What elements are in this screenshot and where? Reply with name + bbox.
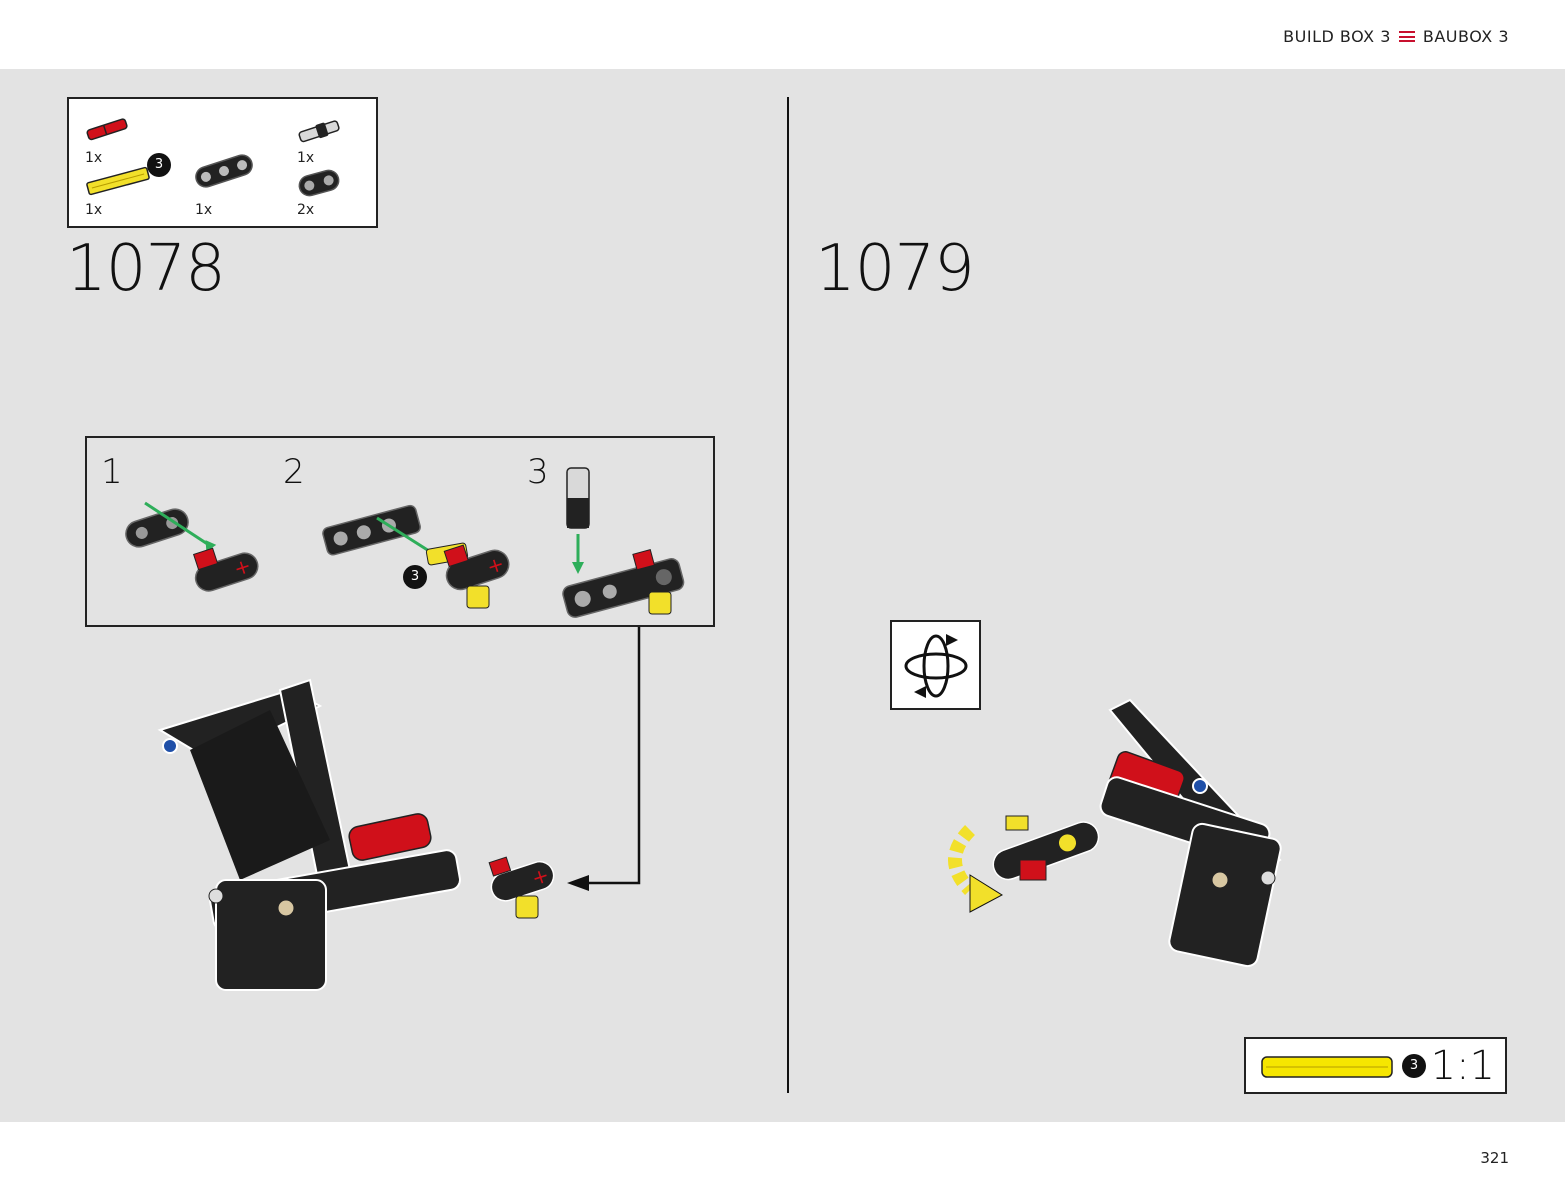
sub-step-2-badge: 3 (403, 565, 427, 589)
sub-step-3: 3 (527, 452, 549, 492)
page-footer: 321 (0, 1122, 1565, 1191)
page-number: 321 (1480, 1149, 1509, 1167)
axle-length-badge: 3 (147, 153, 171, 177)
grey-pin-icon (298, 120, 340, 143)
yellow-axle-icon (86, 166, 150, 196)
part-qty-red: 1x (85, 150, 103, 166)
sub-step-2-illustration: + (322, 504, 510, 609)
yellow-axle-1to1-icon (1261, 1056, 1393, 1078)
part-qty-connector: 2x (297, 202, 315, 218)
step-1078-assembly-illustration: + (157, 678, 555, 991)
parts-callout: 1x 3 1x 1x 1x 2x (67, 97, 378, 228)
sub-assembly-callout: 1 2 3 + + 3 (85, 436, 715, 627)
sub-step-1-illustration: + (125, 501, 259, 592)
black-connector-icon (298, 169, 340, 197)
part-qty-grey-pin: 1x (297, 150, 315, 166)
part-qty-black-beam: 1x (195, 202, 213, 218)
sub-step-2: 2 (283, 452, 305, 492)
svg-text:+: + (231, 553, 254, 581)
step-divider (787, 97, 789, 1093)
title-en: BUILD BOX 3 (1283, 27, 1391, 46)
rotate-model-callout (890, 620, 981, 710)
scale-ratio: 1:1 (1430, 1043, 1495, 1089)
menu-icon (1398, 31, 1415, 42)
step-number-1079: 1079 (815, 232, 975, 306)
red-axle-pin-icon (86, 118, 128, 141)
callout-arrow (567, 627, 641, 891)
black-beam-icon (195, 154, 253, 188)
build-box-title: BUILD BOX 3 BAUBOX 3 (1283, 27, 1509, 46)
page-header: BUILD BOX 3 BAUBOX 3 (0, 0, 1565, 69)
title-de: BAUBOX 3 (1422, 27, 1509, 46)
axle-scale-callout: 3 1:1 (1244, 1037, 1507, 1094)
svg-text:+: + (529, 863, 552, 891)
step-number-1078: 1078 (66, 232, 226, 306)
part-qty-yellow: 1x (85, 202, 103, 218)
sub-step-1: 1 (101, 452, 123, 492)
step-1079-assembly-illustration (948, 698, 1282, 968)
sub-step-3-illustration (562, 467, 685, 618)
scale-axle-badge: 3 (1402, 1054, 1426, 1078)
rotate-model-icon (904, 634, 968, 698)
svg-text:+: + (484, 551, 507, 579)
